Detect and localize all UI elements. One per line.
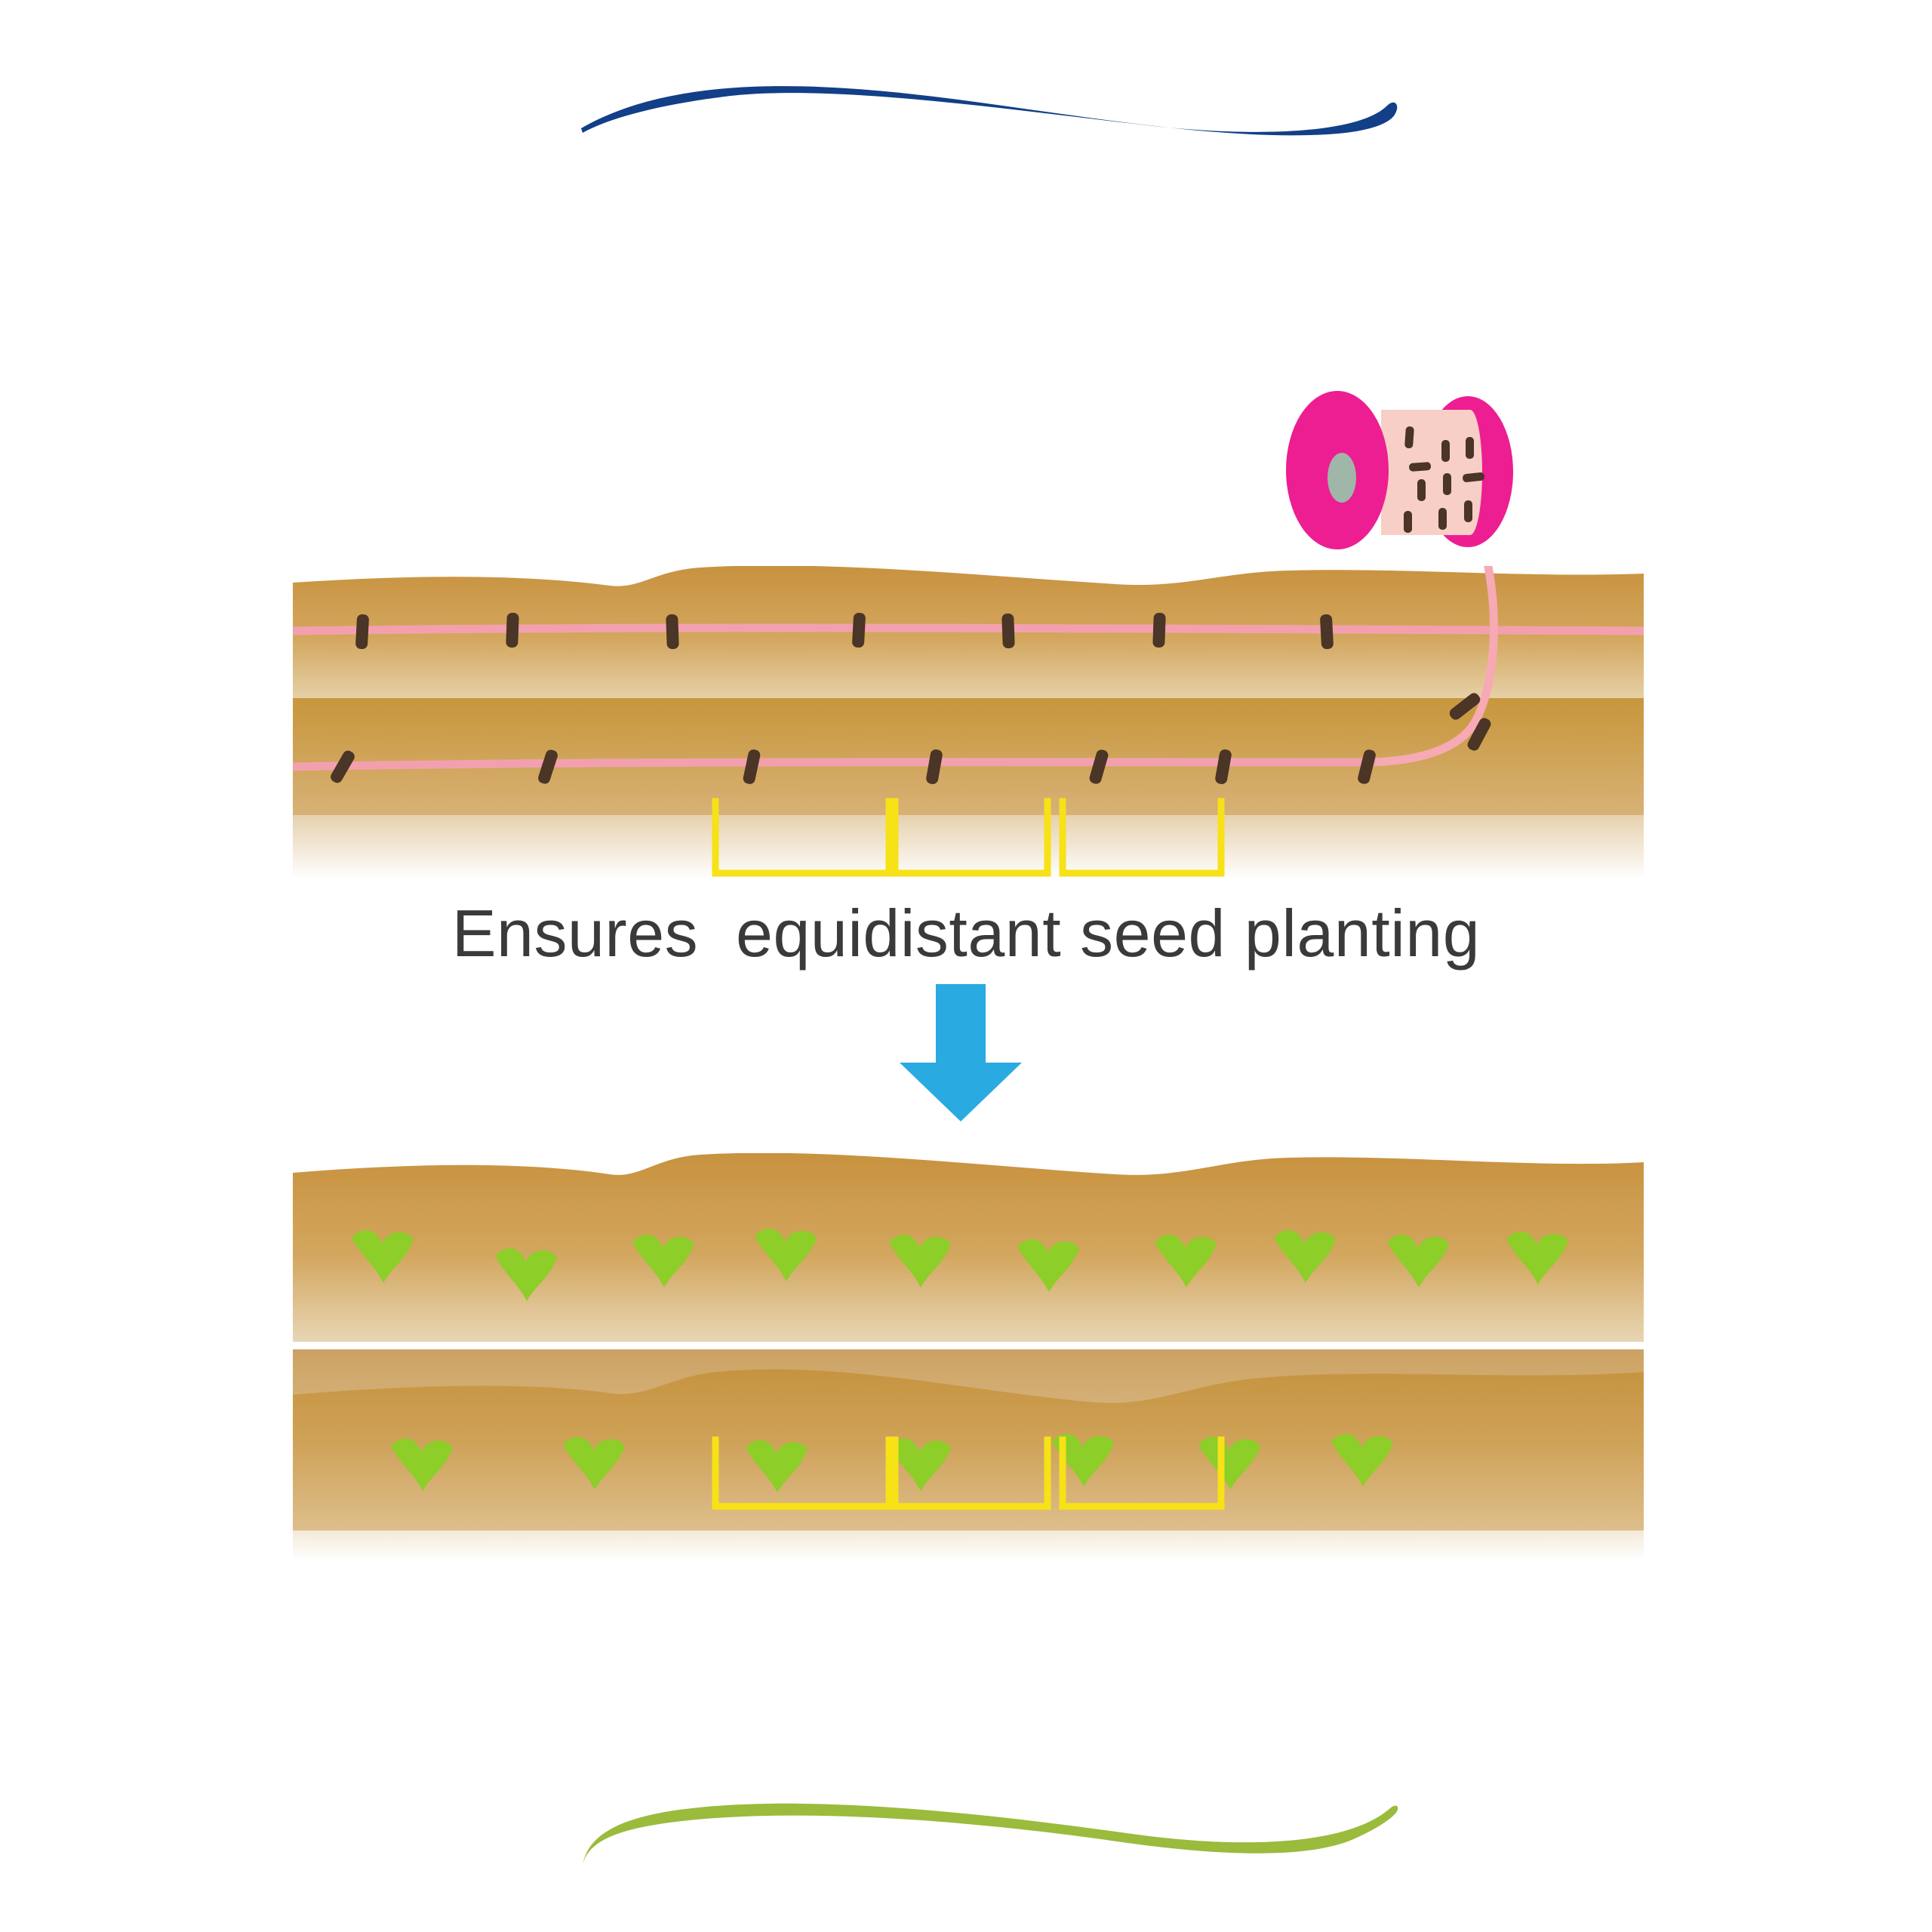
down-arrow-icon <box>889 981 1032 1124</box>
bracket-1 <box>712 798 893 877</box>
sprout-row-upper <box>352 1229 1568 1301</box>
sprout <box>889 1235 951 1287</box>
spacing-brackets <box>712 1436 1225 1510</box>
seed-tape-feed <box>1367 566 1498 767</box>
bracket-2 <box>891 798 1051 877</box>
sprout <box>1052 1434 1114 1487</box>
soil-band-top <box>293 1153 1644 1342</box>
seed-row-lower <box>331 693 1481 784</box>
sprout-row-lower <box>391 1434 1393 1493</box>
sprout <box>1017 1239 1079 1292</box>
sprout <box>746 1440 808 1493</box>
seed-row-upper <box>355 612 1491 751</box>
bracket-3 <box>1059 798 1225 877</box>
sprout <box>1387 1235 1449 1287</box>
seed-tape-line-upper <box>293 623 1644 635</box>
soil-panel-before <box>293 566 1644 879</box>
spacing-brackets <box>712 798 1225 877</box>
spool-tape-right-cap <box>1458 410 1482 535</box>
sprout <box>1506 1232 1568 1284</box>
sprout <box>1155 1235 1217 1287</box>
soil-band-mid <box>293 1369 1644 1531</box>
spool-hub <box>1327 453 1356 503</box>
sprout <box>755 1229 817 1281</box>
sprout <box>391 1438 453 1491</box>
sprout <box>563 1437 625 1490</box>
sprout <box>1274 1230 1336 1283</box>
seed-tape-line-lower <box>293 758 1377 771</box>
spool-seeds <box>1404 426 1485 533</box>
bracket-1 <box>712 1436 893 1510</box>
sprout <box>889 1438 951 1491</box>
seed-tape-spool <box>1283 381 1532 577</box>
sprout <box>495 1248 557 1301</box>
sprout <box>1331 1434 1393 1487</box>
bracket-2 <box>891 1436 1051 1510</box>
bracket-3 <box>1059 1436 1225 1510</box>
page-title: Ensures equidistant seed planting <box>451 896 1481 971</box>
soil-panel-after <box>293 1153 1644 1561</box>
sprout <box>632 1235 694 1287</box>
sprout <box>1198 1437 1260 1490</box>
spool-tape-body <box>1381 410 1470 535</box>
sprout <box>352 1230 414 1283</box>
